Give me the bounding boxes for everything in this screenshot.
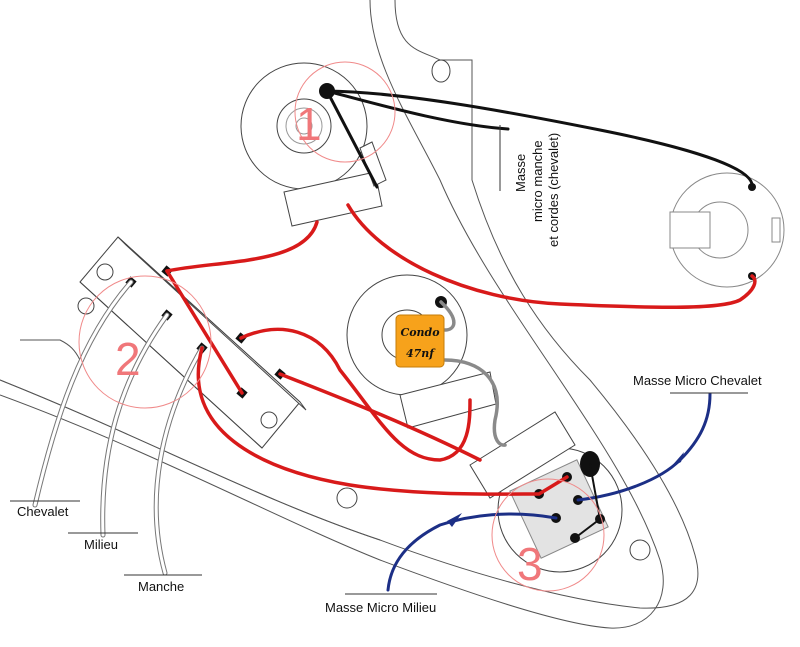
- pickup-leads: [32, 279, 205, 576]
- screw-hole: [629, 539, 651, 561]
- screw-hole: [431, 59, 451, 83]
- label-pickup-middle: Milieu: [84, 537, 118, 552]
- marker-circle-2: [78, 275, 212, 409]
- labels: Masse micro manche et cordes (chevalet) …: [10, 133, 762, 615]
- marker-circle-3: [491, 478, 605, 592]
- marker-2: 2: [115, 333, 141, 385]
- marker-3: 3: [517, 538, 543, 590]
- selector-switch[interactable]: [77, 236, 307, 449]
- label-pickup-neck: Manche: [138, 579, 184, 594]
- tone-pot-switch[interactable]: [469, 411, 623, 573]
- label-ground-neck-l3: et cordes (chevalet): [546, 133, 561, 247]
- pickguard-outline: [0, 0, 699, 629]
- label-pickup-bridge: Chevalet: [17, 504, 69, 519]
- label-ground-bridge: Masse Micro Chevalet: [633, 373, 762, 388]
- capacitor-label-line2: 47nf: [406, 347, 436, 360]
- capacitor[interactable]: Condo 47nf: [395, 314, 445, 368]
- markers: 1 2 3: [78, 61, 605, 592]
- label-ground-neck-l1: Masse: [513, 154, 528, 192]
- capacitor-label-line1: Condo: [400, 326, 439, 339]
- marker-circle-1: [294, 61, 396, 163]
- label-ground-middle: Masse Micro Milieu: [325, 600, 436, 615]
- wiring: [165, 83, 757, 592]
- marker-1: 1: [296, 98, 322, 150]
- screw-hole: [336, 487, 358, 509]
- output-jack[interactable]: [669, 172, 785, 288]
- label-ground-neck-l2: micro manche: [530, 140, 545, 222]
